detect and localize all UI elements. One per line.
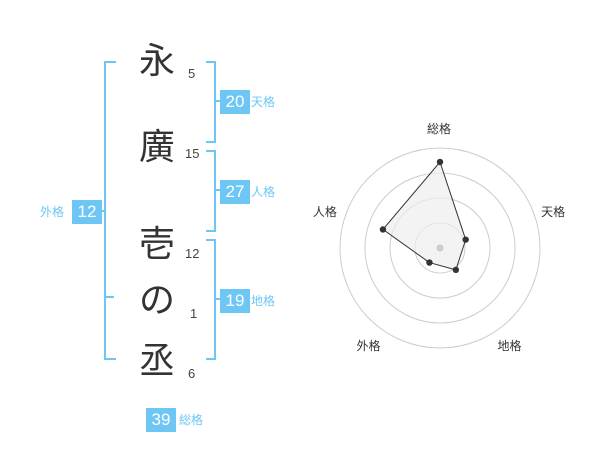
- chi-value-badge: 19: [220, 289, 250, 313]
- name-char-1: 永: [138, 41, 175, 82]
- ten-bracket: [206, 61, 216, 143]
- ten-label: 天格: [251, 95, 276, 109]
- stroke-count-5: 6: [188, 366, 196, 381]
- radar-point-2: [462, 236, 469, 243]
- radar-axis-label-4: 外格: [356, 339, 381, 354]
- jin-bracket: [206, 150, 216, 232]
- ten-bracket-pointer: [214, 100, 220, 102]
- stroke-count-3: 12: [185, 246, 200, 261]
- radar-point-4: [426, 259, 433, 266]
- radar-axis-label-1: 総格: [427, 122, 452, 136]
- name-char-3: 壱: [138, 224, 175, 265]
- radar-ring-4: [339, 147, 541, 349]
- outer-bracket-divider: [104, 296, 114, 298]
- stroke-count-2: 15: [185, 146, 200, 161]
- sou-label: 総格: [179, 413, 204, 427]
- ten-value-badge: 20: [220, 90, 250, 114]
- name-char-4: の: [138, 280, 175, 321]
- radar-series-polygon: [382, 160, 467, 271]
- radar-point-3: [452, 266, 460, 274]
- radar-point-5: [379, 226, 387, 233]
- radar-axis-label-5: 人格: [312, 204, 337, 219]
- stroke-count-1: 5: [188, 66, 196, 81]
- radar-point-1: [436, 158, 444, 166]
- chi-bracket-pointer: [214, 298, 220, 300]
- jin-value-badge: 27: [220, 180, 250, 204]
- chi-label: 地格: [251, 294, 276, 308]
- name-char-5: 丞: [138, 341, 175, 382]
- stroke-count-4: 1: [190, 306, 198, 321]
- gai-label: 外格: [40, 205, 65, 219]
- radar-axis-label-3: 地格: [497, 339, 522, 354]
- gai-value-badge: 12: [72, 200, 102, 224]
- sou-value-badge: 39: [146, 408, 176, 432]
- name-char-2: 廣: [138, 127, 175, 168]
- radar-axis-label-2: 天格: [541, 204, 566, 219]
- jin-label: 人格: [251, 185, 276, 199]
- jin-bracket-pointer: [214, 189, 220, 191]
- radar-chart: [339, 147, 541, 349]
- radar-center-dot: [436, 244, 444, 252]
